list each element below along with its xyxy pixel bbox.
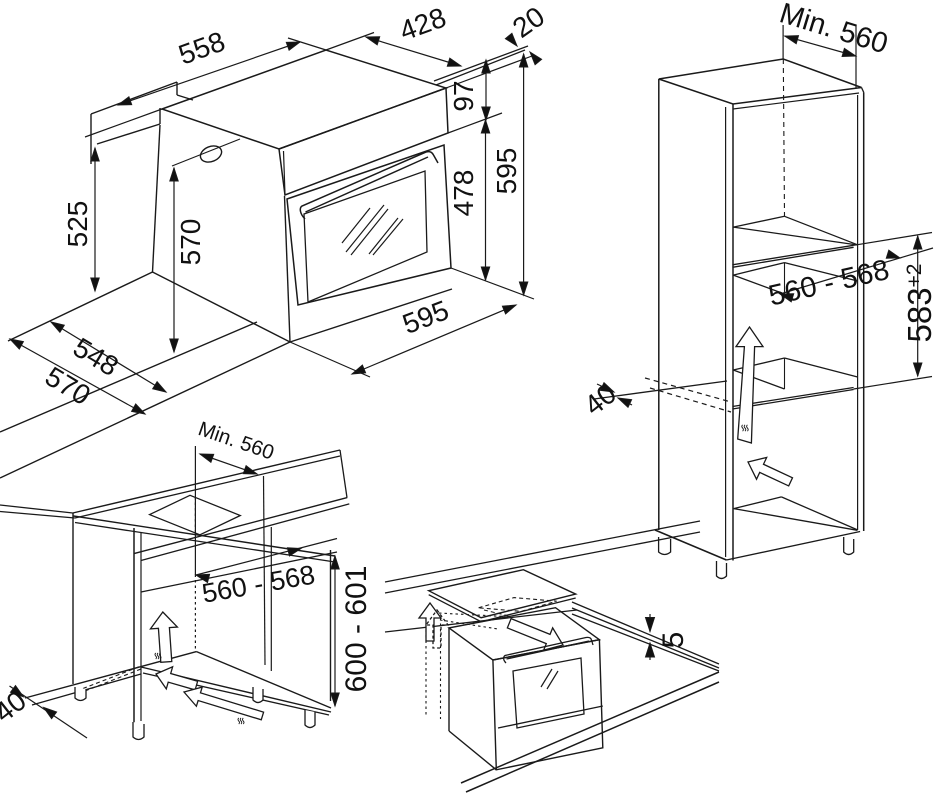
svg-text:525: 525 bbox=[62, 201, 93, 248]
svg-text:595: 595 bbox=[491, 148, 522, 195]
svg-text:600 - 601: 600 - 601 bbox=[340, 566, 373, 693]
svg-text:570: 570 bbox=[175, 219, 206, 266]
svg-text:5: 5 bbox=[657, 632, 690, 649]
svg-text:478: 478 bbox=[448, 170, 479, 217]
